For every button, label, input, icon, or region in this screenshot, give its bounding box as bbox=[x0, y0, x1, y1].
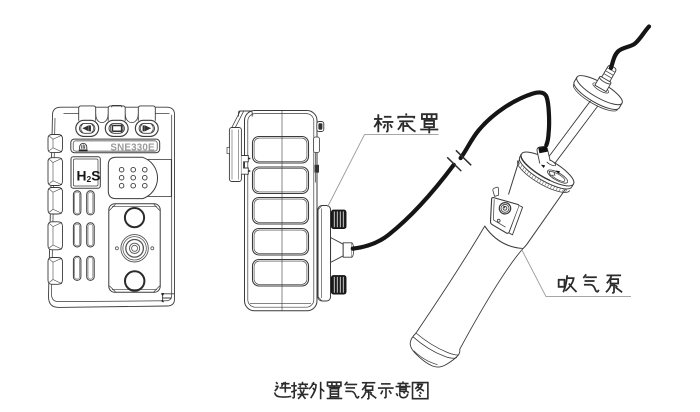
svg-text:H2S: H2S bbox=[77, 169, 101, 185]
svg-text:SNE330E: SNE330E bbox=[110, 143, 155, 154]
